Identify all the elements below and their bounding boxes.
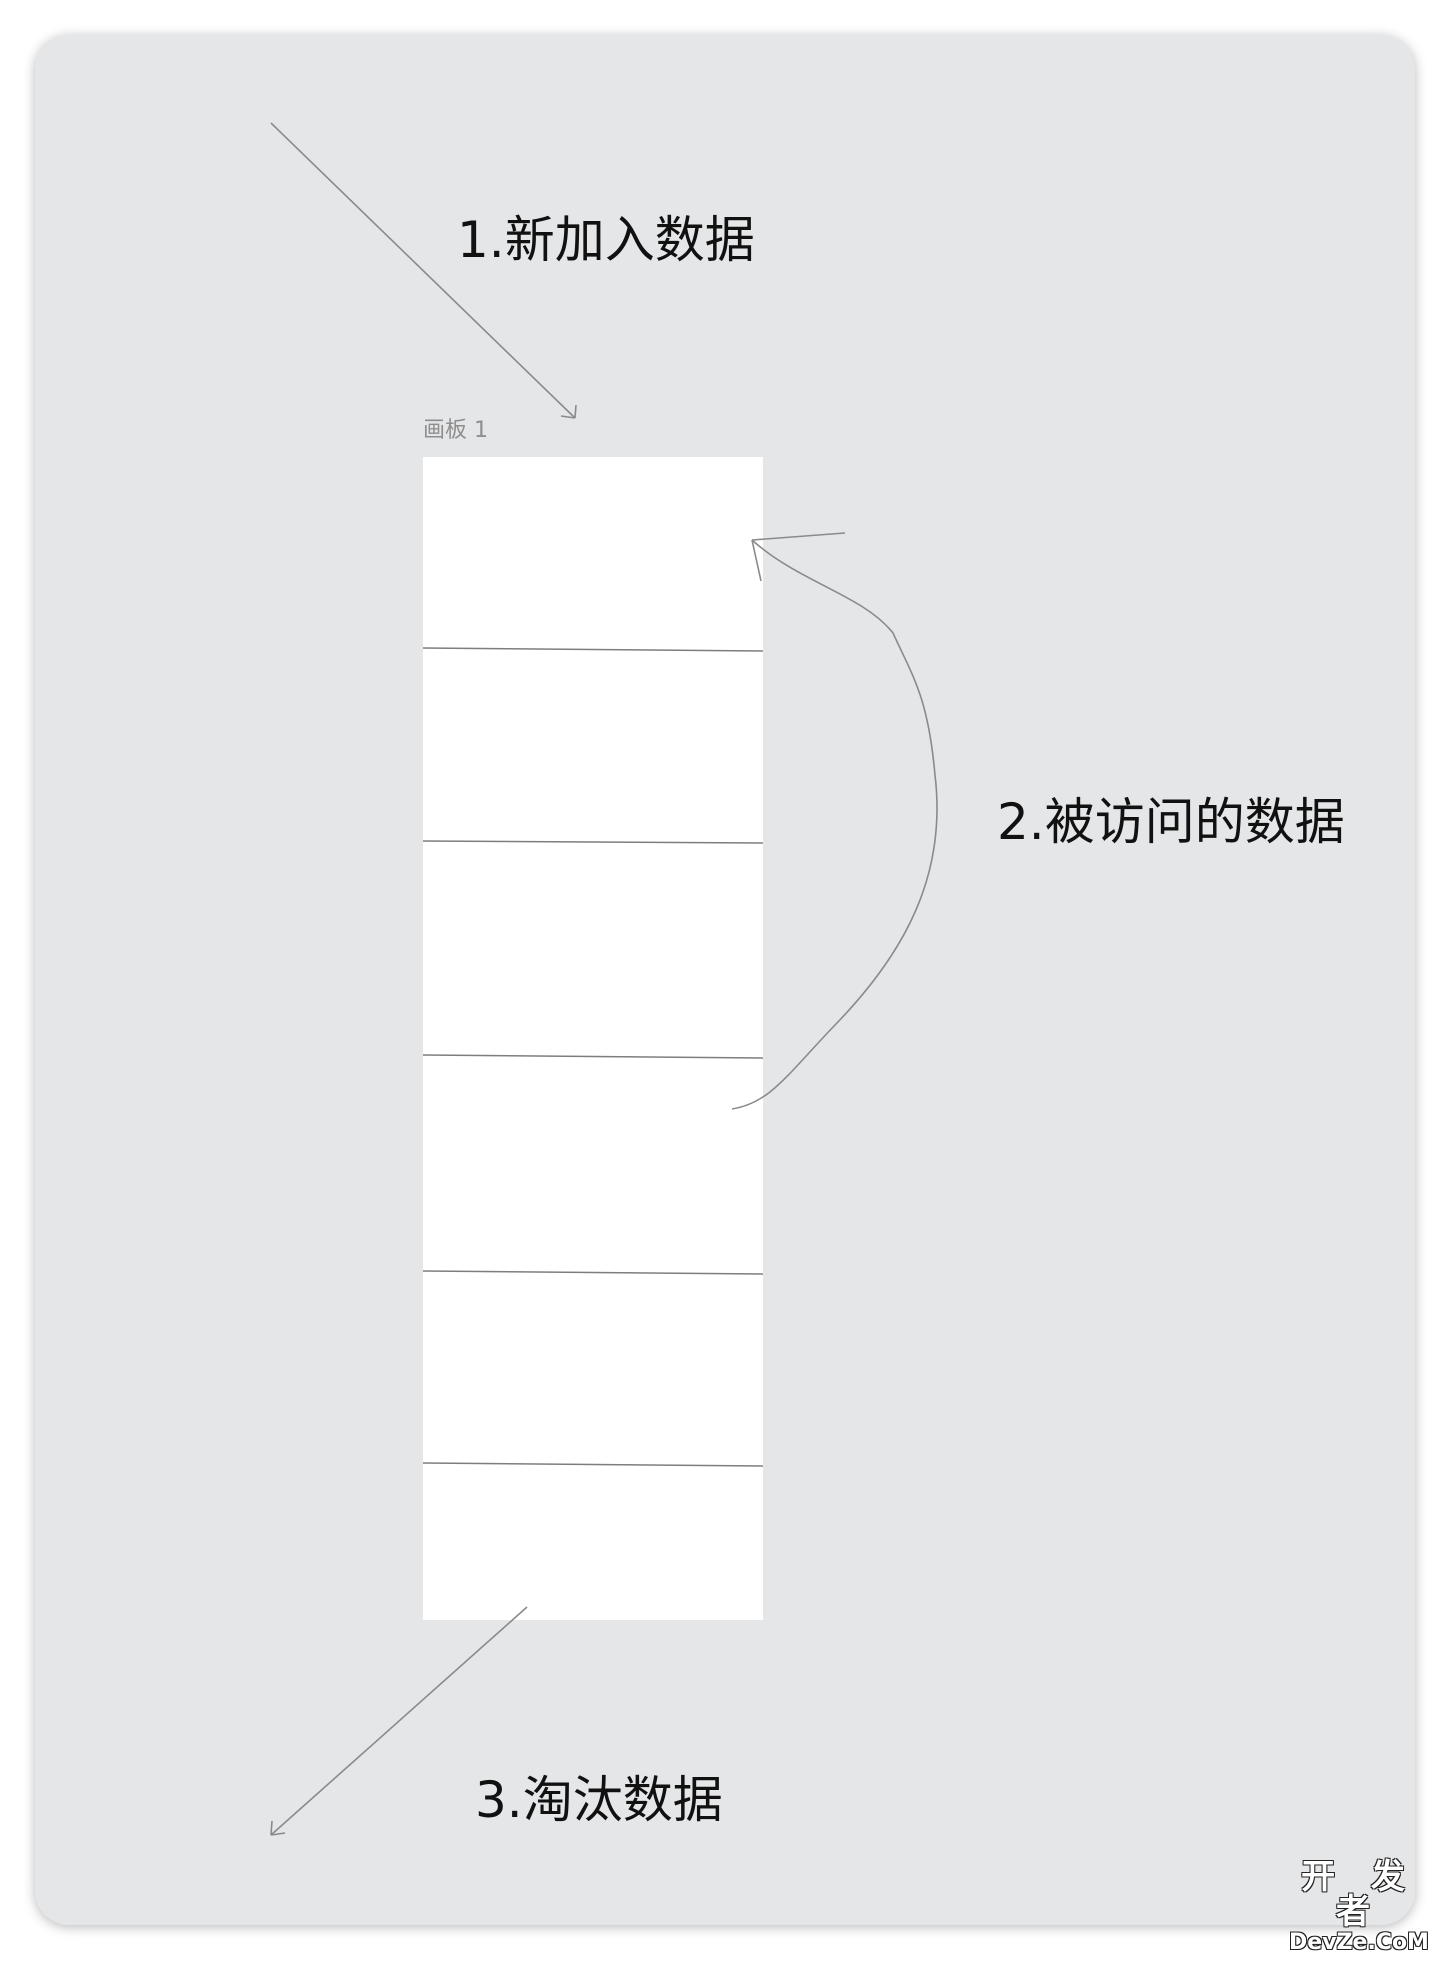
evict-arrow xyxy=(270,1606,528,1836)
diagram-canvas: 画板 1 1.新加入数据 2.被访问的数据 xyxy=(35,35,1415,1925)
step-evict-label: 3.淘汰数据 xyxy=(475,1771,723,1829)
slot-divider xyxy=(422,1270,764,1275)
step-add-label: 1.新加入数据 xyxy=(457,211,755,269)
insert-arrow xyxy=(270,122,577,419)
slot-divider xyxy=(422,840,764,844)
watermark-en: DevZe.CoM xyxy=(1289,1929,1429,1955)
slot-dividers xyxy=(422,647,764,1467)
watermark-cn: 开 发 者 xyxy=(1301,1856,1417,1933)
slot-divider xyxy=(422,1462,764,1467)
artboard-label: 画板 1 xyxy=(423,418,488,443)
slot-divider xyxy=(422,647,764,652)
slot-divider xyxy=(422,1054,764,1059)
arrow-layer xyxy=(270,122,938,1836)
step-access-label: 2.被访问的数据 xyxy=(997,793,1345,851)
watermark-logo: 开 发 者 DevZe.CoM xyxy=(1274,1856,1444,1955)
access-arrow xyxy=(731,532,938,1110)
